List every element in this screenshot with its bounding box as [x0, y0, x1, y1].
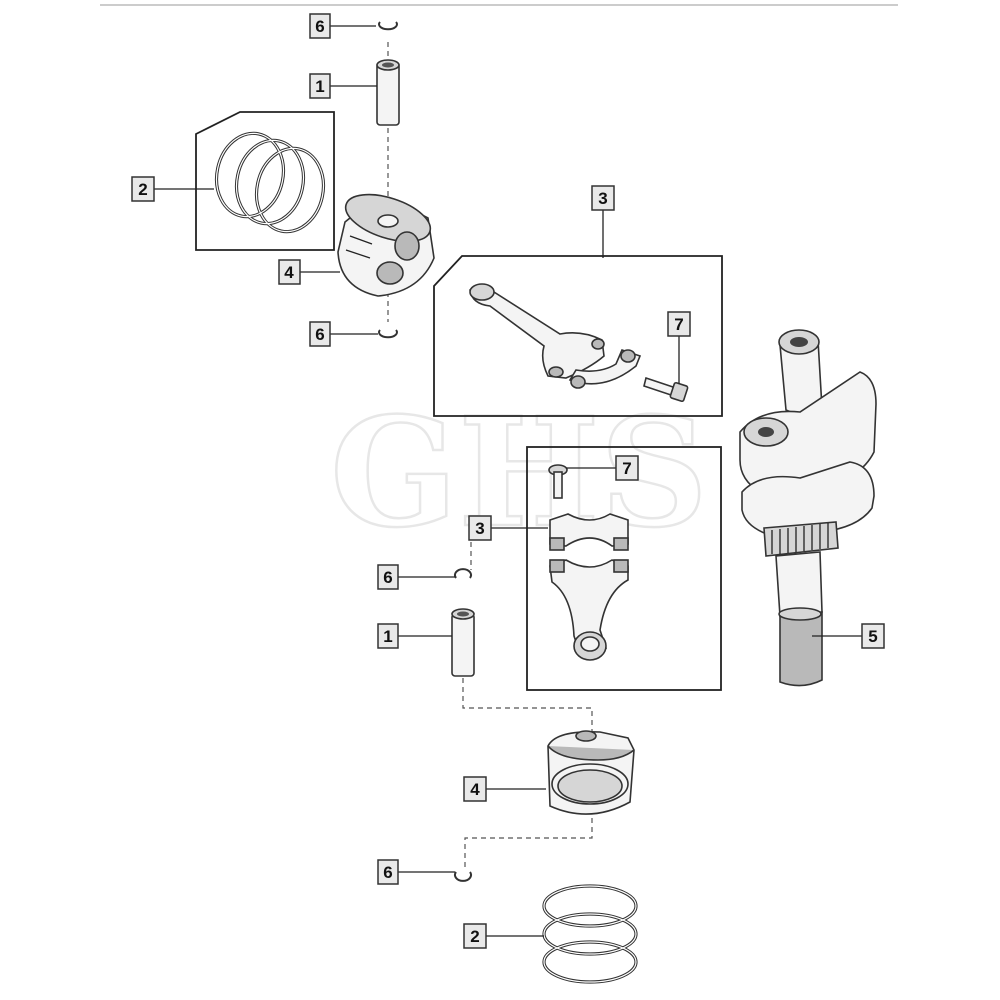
piston-rings-upper	[214, 131, 326, 234]
callout-3-top: 3	[591, 185, 615, 211]
svg-text:2: 2	[470, 927, 479, 946]
callout-3-lower: 3	[468, 515, 492, 541]
svg-text:7: 7	[622, 459, 631, 478]
connecting-rod-lower	[549, 559, 629, 661]
piston-rings-lower	[542, 884, 638, 984]
rod-cap-upper	[568, 349, 642, 389]
callout-1-top: 1	[309, 73, 331, 99]
svg-text:6: 6	[315, 17, 324, 36]
svg-text:4: 4	[284, 263, 294, 282]
piston-pin-upper	[376, 59, 400, 126]
callout-7-top: 7	[667, 311, 691, 337]
circlip-upper-lower	[378, 329, 398, 339]
callout-5: 5	[861, 623, 885, 649]
svg-text:6: 6	[315, 325, 324, 344]
svg-text:1: 1	[315, 77, 324, 96]
circlip-lower-top	[454, 568, 472, 579]
svg-text:1: 1	[383, 627, 392, 646]
svg-text:4: 4	[470, 780, 480, 799]
svg-text:3: 3	[598, 189, 607, 208]
callout-2-top: 2	[131, 176, 155, 202]
conrod-frame-upper	[433, 255, 723, 417]
callout-2-lower: 2	[463, 923, 487, 949]
callout-4-lower: 4	[463, 776, 487, 802]
circlip-top	[378, 21, 398, 31]
assembly-axis-lower	[462, 542, 593, 868]
watermark: GHS	[330, 385, 708, 561]
piston-upper	[337, 193, 435, 297]
circlip-lower-bottom	[454, 871, 472, 882]
callout-6-lower-bottom: 6	[377, 859, 399, 885]
crankshaft	[739, 329, 877, 687]
connecting-rod-upper	[469, 283, 605, 379]
callout-4-top: 4	[278, 259, 301, 285]
leader-lines	[154, 25, 862, 937]
callout-7-lower: 7	[615, 455, 639, 481]
piston-pin-lower	[451, 608, 475, 677]
svg-text:2: 2	[138, 180, 147, 199]
svg-text:6: 6	[383, 568, 392, 587]
svg-text:3: 3	[475, 519, 484, 538]
piston-lower	[547, 730, 635, 815]
rod-bolt-lower	[548, 464, 568, 499]
svg-text:6: 6	[383, 863, 392, 882]
callout-6-top: 6	[309, 13, 331, 39]
rod-bolt-upper	[643, 376, 689, 403]
svg-text:5: 5	[868, 627, 877, 646]
conrod-frame-lower	[526, 446, 722, 691]
callout-6-lower-top: 6	[377, 564, 399, 590]
callout-1-lower: 1	[377, 623, 399, 649]
callout-6-mid: 6	[309, 321, 331, 347]
rod-cap-lower	[549, 513, 629, 551]
rings-frame-upper	[195, 111, 335, 251]
svg-text:7: 7	[674, 315, 683, 334]
